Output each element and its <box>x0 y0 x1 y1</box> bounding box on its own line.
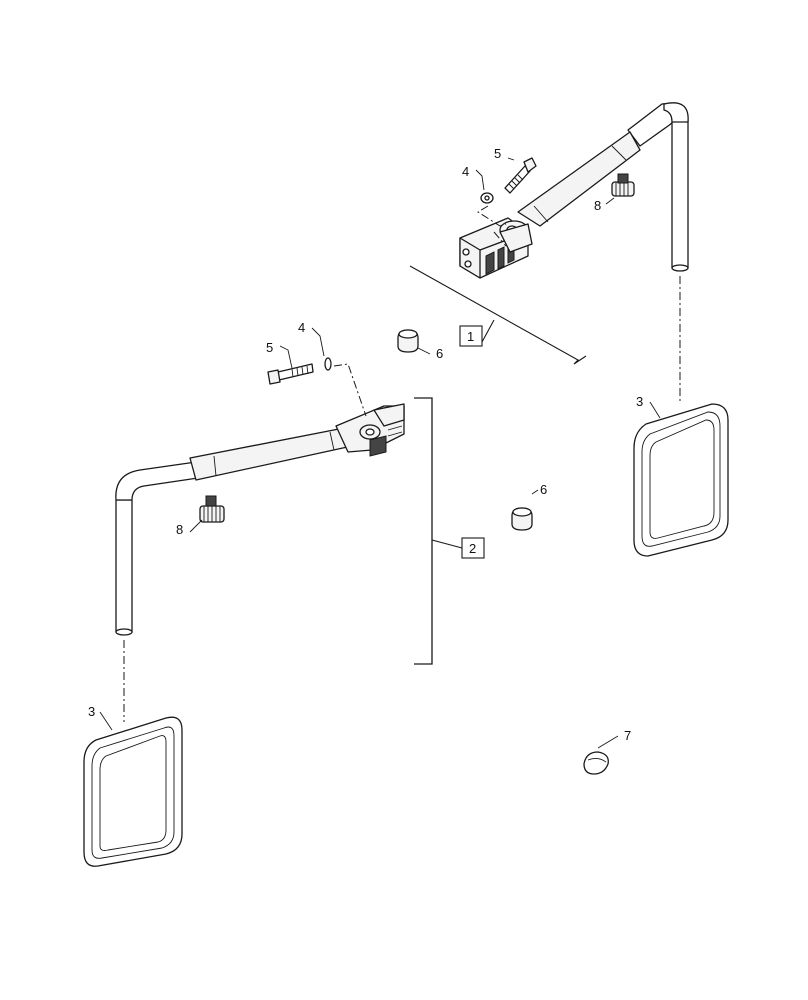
callout-7: 7 <box>624 728 631 743</box>
plug-7 <box>583 751 609 775</box>
callout-4-upper: 4 <box>462 164 469 179</box>
callout-5-upper: 5 <box>494 146 501 161</box>
callout-box-2 <box>461 537 485 559</box>
callout-4-left: 4 <box>298 320 305 335</box>
callout-box-1 <box>459 325 483 347</box>
callout-5-left: 5 <box>266 340 273 355</box>
callout-3-left: 3 <box>88 704 95 719</box>
callout-6-lower: 6 <box>540 482 547 497</box>
callout-8-left: 8 <box>176 522 183 537</box>
callout-1: 1 <box>467 329 474 344</box>
callout-3-right: 3 <box>636 394 643 409</box>
washer-upper <box>480 192 494 204</box>
knob-upper <box>611 173 635 197</box>
right-mirror-arm-assembly <box>459 102 689 279</box>
callout-6-upper: 6 <box>436 346 443 361</box>
bolt-left <box>267 363 314 385</box>
cap-lower <box>511 507 533 531</box>
left-mirror-arm-assembly <box>115 403 405 636</box>
callout-8-upper: 8 <box>594 198 601 213</box>
washer-left <box>324 357 332 371</box>
mirror-right <box>633 403 729 557</box>
cap-upper <box>397 329 419 353</box>
knob-left <box>199 495 225 523</box>
mirror-left <box>83 716 183 867</box>
bolt-upper <box>504 157 537 194</box>
callout-2: 2 <box>469 541 476 556</box>
